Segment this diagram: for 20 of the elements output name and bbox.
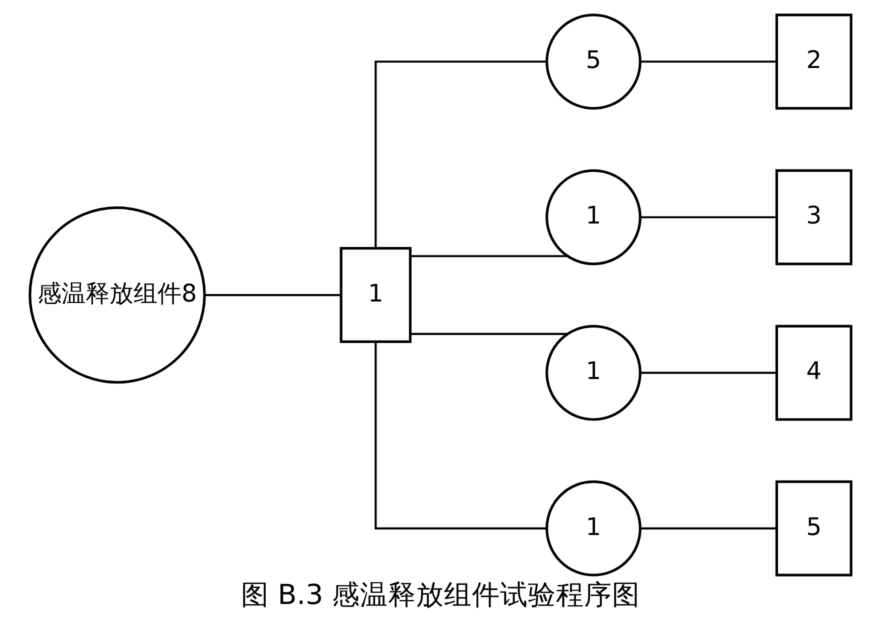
node-circle: 1: [545, 480, 641, 576]
connector: [204, 294, 340, 296]
caption: 图 B.3 感温释放组件试验程序图: [240, 578, 640, 612]
connector: [640, 527, 776, 530]
connector: [410, 332, 567, 335]
connector: [640, 372, 776, 374]
node-circle: 5: [545, 14, 641, 110]
connector: [640, 60, 776, 63]
node-circle: 感温释放组件8: [28, 206, 206, 384]
node-box: 2: [774, 14, 852, 110]
connector: [374, 342, 546, 530]
node-circle: 1: [545, 169, 641, 266]
node-circle: 1: [545, 324, 641, 421]
connector: [374, 60, 546, 248]
node-box: 5: [774, 480, 852, 576]
connector: [410, 255, 567, 258]
connector: [640, 216, 776, 218]
node-box: 1: [339, 247, 412, 343]
node-box: 3: [774, 169, 852, 266]
node-box: 4: [774, 324, 852, 421]
